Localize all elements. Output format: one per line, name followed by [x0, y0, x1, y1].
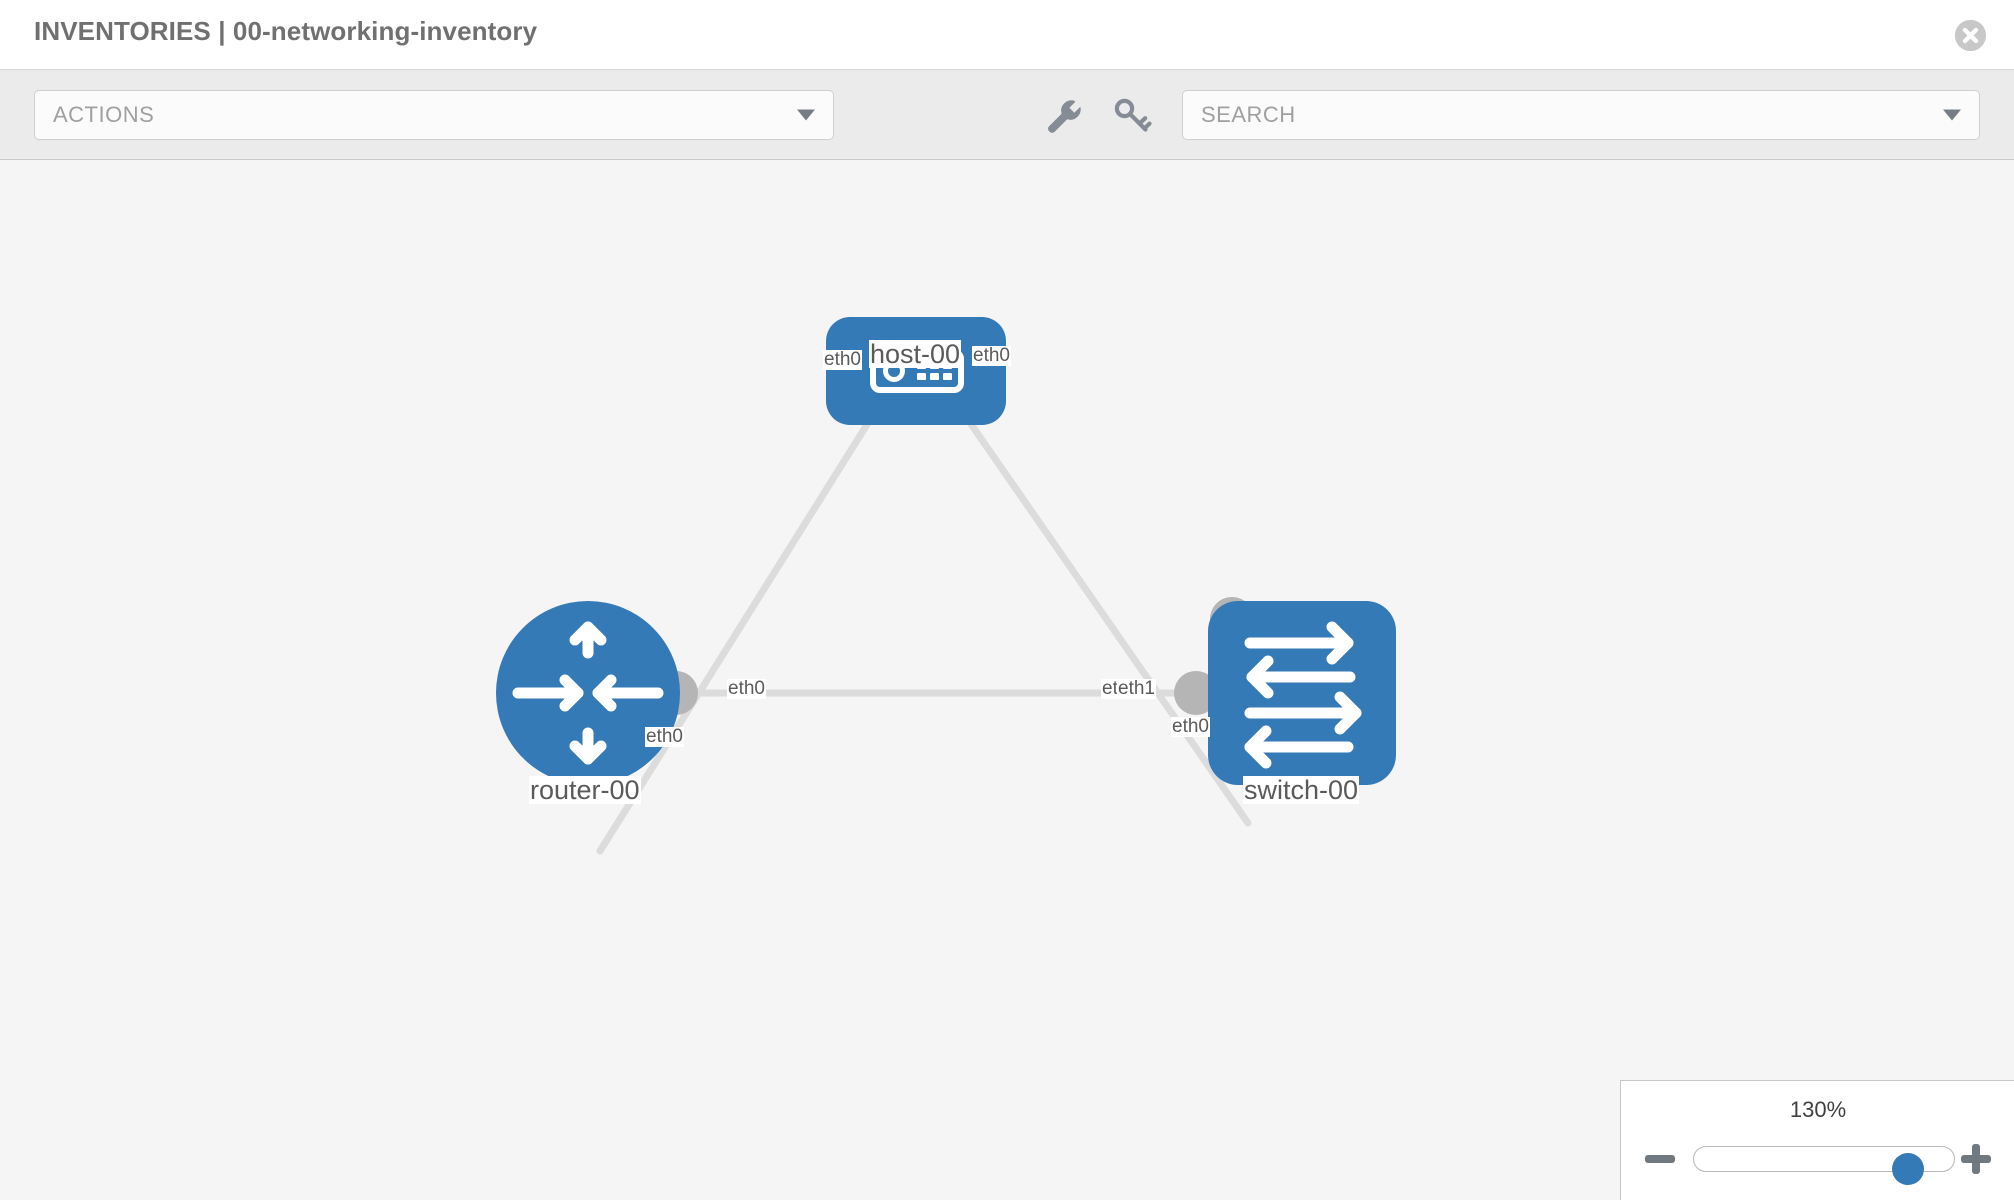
actions-dropdown-label: ACTIONS [53, 102, 155, 127]
search-input[interactable]: SEARCH [1182, 90, 1980, 140]
zoom-slider-track[interactable] [1693, 1146, 1955, 1185]
interface-label: eth0 [727, 678, 766, 699]
minus-icon[interactable] [1643, 1137, 1677, 1181]
node-router-00 [496, 601, 680, 785]
close-icon[interactable] [1955, 20, 1986, 51]
wrench-icon[interactable] [1040, 92, 1086, 138]
topology-graph [496, 317, 1396, 855]
key-icon[interactable] [1108, 92, 1154, 138]
zoom-slider-row [1621, 1137, 2014, 1185]
node-label-router: router-00 [529, 775, 641, 805]
page-header: INVENTORIES | 00-networking-inventory [0, 0, 2014, 70]
toolbar: ACTIONS SEARCH [0, 70, 2014, 160]
node-label-switch: switch-00 [1243, 775, 1360, 805]
switch-icon [1244, 621, 1362, 769]
router-icon [512, 621, 664, 765]
node-host-00 [826, 317, 1006, 425]
interface-label: eth0 [823, 349, 862, 370]
interface-label: eth0 [645, 726, 684, 747]
chevron-down-icon [797, 109, 815, 121]
interface-label: eth0 [1171, 716, 1210, 737]
plus-icon[interactable] [1959, 1137, 1993, 1181]
port-switch-west [1174, 671, 1218, 715]
zoom-slider-thumb[interactable] [1892, 1153, 1924, 1185]
zoom-control-panel: 130% [1620, 1080, 2014, 1200]
search-placeholder: SEARCH [1201, 102, 1296, 127]
node-label-host: host-00 [869, 339, 962, 369]
interface-label: eth1 [1117, 678, 1156, 699]
actions-dropdown[interactable]: ACTIONS [34, 90, 834, 140]
interface-label: eth0 [972, 345, 1011, 366]
link-host-router [596, 387, 892, 855]
node-switch-00 [1208, 601, 1396, 785]
topology-canvas[interactable]: eth0 eth0 eth0 eth0 eth0 eth0 eth1 host-… [0, 161, 2014, 1200]
zoom-level-value: 130% [1789, 1097, 1847, 1122]
page-title: INVENTORIES | 00-networking-inventory [34, 16, 538, 46]
chevron-down-icon [1943, 109, 1961, 121]
link-group [596, 387, 1264, 855]
link-host-switch [944, 387, 1252, 827]
